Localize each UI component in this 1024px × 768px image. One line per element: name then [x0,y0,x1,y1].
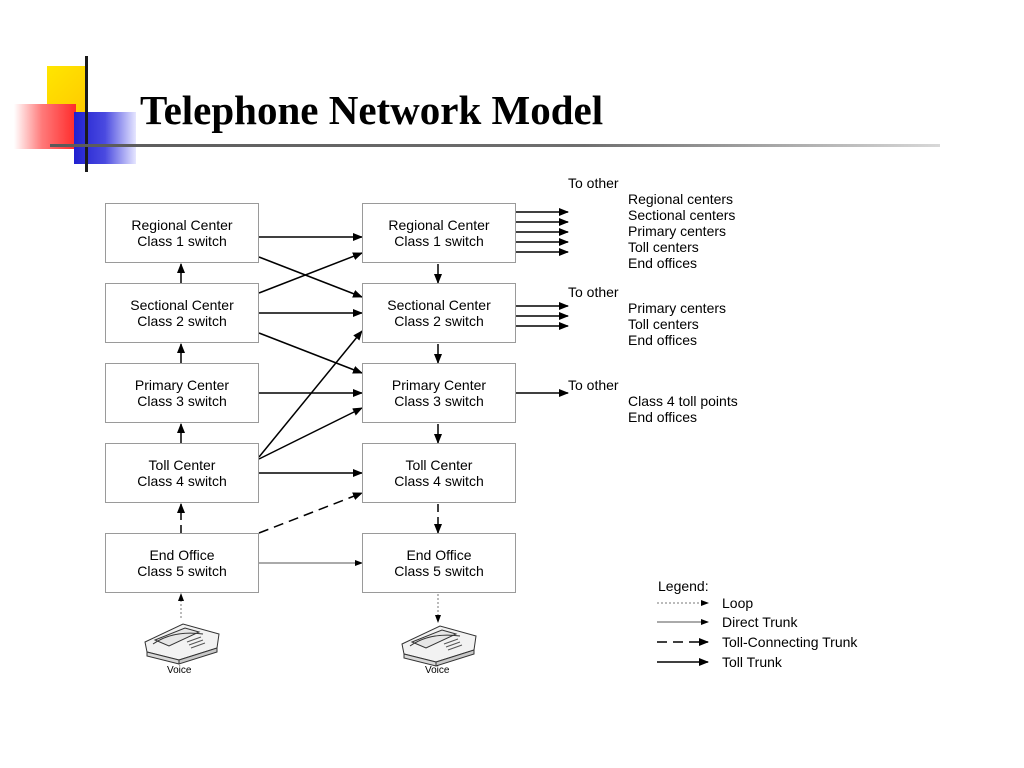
out2-item: Primary centers [628,300,727,316]
trunk-lc2-rc1 [258,252,363,294]
deco-blue-square [74,112,136,164]
left-class5-box: End Office Class 5 switch [105,533,259,593]
right-class2-box: Sectional Center Class 2 switch [362,283,516,343]
out1-item: End offices [628,255,698,271]
legend-item-direct-trunk: Direct Trunk [722,614,798,630]
out2-heading: To other [568,284,619,300]
trunk-lc1-rc2 [258,256,363,298]
voice-label-right: Voice [425,665,450,676]
out2-item: Toll centers [628,316,699,332]
box-line2: Class 4 switch [137,473,227,489]
deco-red-square [14,104,76,149]
left-class3-box: Primary Center Class 3 switch [105,363,259,423]
box-line1: Sectional Center [130,297,234,313]
out2-item: End offices [628,332,698,348]
box-line1: End Office [149,547,215,563]
trunk-lc4-rc2 [258,330,363,458]
page-title: Telephone Network Model [140,87,604,133]
box-line2: Class 3 switch [137,393,227,409]
corner-decoration [0,0,140,175]
box-line2: Class 2 switch [394,313,484,329]
out1-heading: To other [568,175,619,191]
phone-right-icon [401,625,477,667]
out1-item: Toll centers [628,239,699,255]
box-line2: Class 2 switch [137,313,227,329]
right-class1-box: Regional Center Class 1 switch [362,203,516,263]
box-line1: Toll Center [148,457,216,473]
box-line1: Toll Center [405,457,473,473]
out3-item: Class 4 toll points [628,393,738,409]
out1-item: Regional centers [628,191,734,207]
right-class3-box: Primary Center Class 3 switch [362,363,516,423]
left-class1-box: Regional Center Class 1 switch [105,203,259,263]
box-line2: Class 1 switch [137,233,227,249]
box-line1: End Office [406,547,472,563]
box-line1: Primary Center [391,377,487,393]
phone-left-icon [144,623,220,665]
box-line2: Class 5 switch [394,563,484,579]
title-underline [50,144,940,147]
left-class2-box: Sectional Center Class 2 switch [105,283,259,343]
box-line1: Primary Center [134,377,230,393]
legend-title: Legend: [658,578,709,594]
box-line1: Sectional Center [387,297,491,313]
box-line2: Class 5 switch [137,563,227,579]
out3-heading: To other [568,377,619,393]
box-line2: Class 3 switch [394,393,484,409]
out3-item: End offices [628,409,698,425]
legend-item-toll-trunk: Toll Trunk [722,654,782,670]
right-class4-box: Toll Center Class 4 switch [362,443,516,503]
left-class4-box: Toll Center Class 4 switch [105,443,259,503]
box-line1: Regional Center [388,217,490,233]
box-line1: Regional Center [131,217,233,233]
box-line2: Class 4 switch [394,473,484,489]
trunk-lc2-rc3 [258,332,363,374]
deco-vertical-bar [85,56,88,172]
right-class5-box: End Office Class 5 switch [362,533,516,593]
legend-item-toll-connecting-trunk: Toll-Connecting Trunk [722,634,858,650]
out1-item: Primary centers [628,223,727,239]
legend-item-loop: Loop [722,595,754,611]
trunk-lc4-rc3 [258,407,363,460]
box-line2: Class 1 switch [394,233,484,249]
voice-label-left: Voice [167,665,192,676]
out1-item: Sectional centers [628,207,736,223]
tollconn-lc5-rc4 [258,492,363,534]
